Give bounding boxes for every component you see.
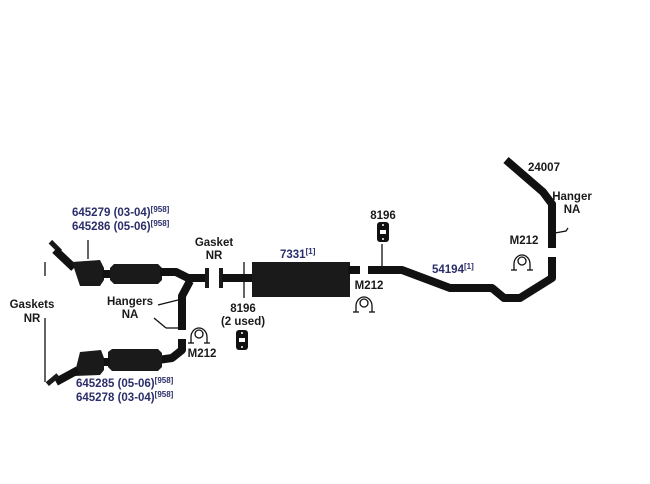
part-label: M212	[510, 235, 539, 247]
muffler	[219, 262, 360, 298]
part-label: 7331[1]	[280, 247, 316, 261]
hanger-line	[157, 299, 179, 306]
lower-catalytic-converter	[45, 279, 194, 387]
note-label: NR	[206, 250, 223, 262]
part-label: 645285 (05-06)[958]	[76, 376, 174, 390]
part-label: 8196	[230, 303, 256, 315]
clamp-icon	[352, 296, 376, 313]
note-label: NR	[24, 313, 41, 325]
note-label: Hanger	[552, 191, 592, 203]
clamp-icon	[187, 327, 211, 344]
part-label: 8196	[370, 210, 396, 222]
part-label: M212	[355, 280, 384, 292]
note-label: Gasket	[195, 237, 234, 249]
part-label: M212	[188, 348, 217, 360]
hanger-isolator-icon	[377, 222, 389, 242]
note-label: NA	[564, 204, 581, 216]
clamp-icon	[510, 254, 534, 271]
part-label: 24007	[528, 162, 560, 174]
hanger-isolator-icon	[236, 330, 248, 350]
part-label: 645278 (03-04)[958]	[76, 390, 174, 404]
note-label: Gaskets	[10, 299, 55, 311]
upper-catalytic-converter	[48, 239, 209, 288]
note-label: NA	[122, 309, 139, 321]
part-label: 54194[1]	[432, 262, 474, 276]
note-label: Hangers	[107, 296, 153, 308]
part-label: (2 used)	[221, 316, 265, 328]
part-label: 645279 (03-04)[958]	[72, 205, 170, 219]
part-label: 645286 (05-06)[958]	[72, 219, 170, 233]
tailpipe	[368, 156, 569, 302]
